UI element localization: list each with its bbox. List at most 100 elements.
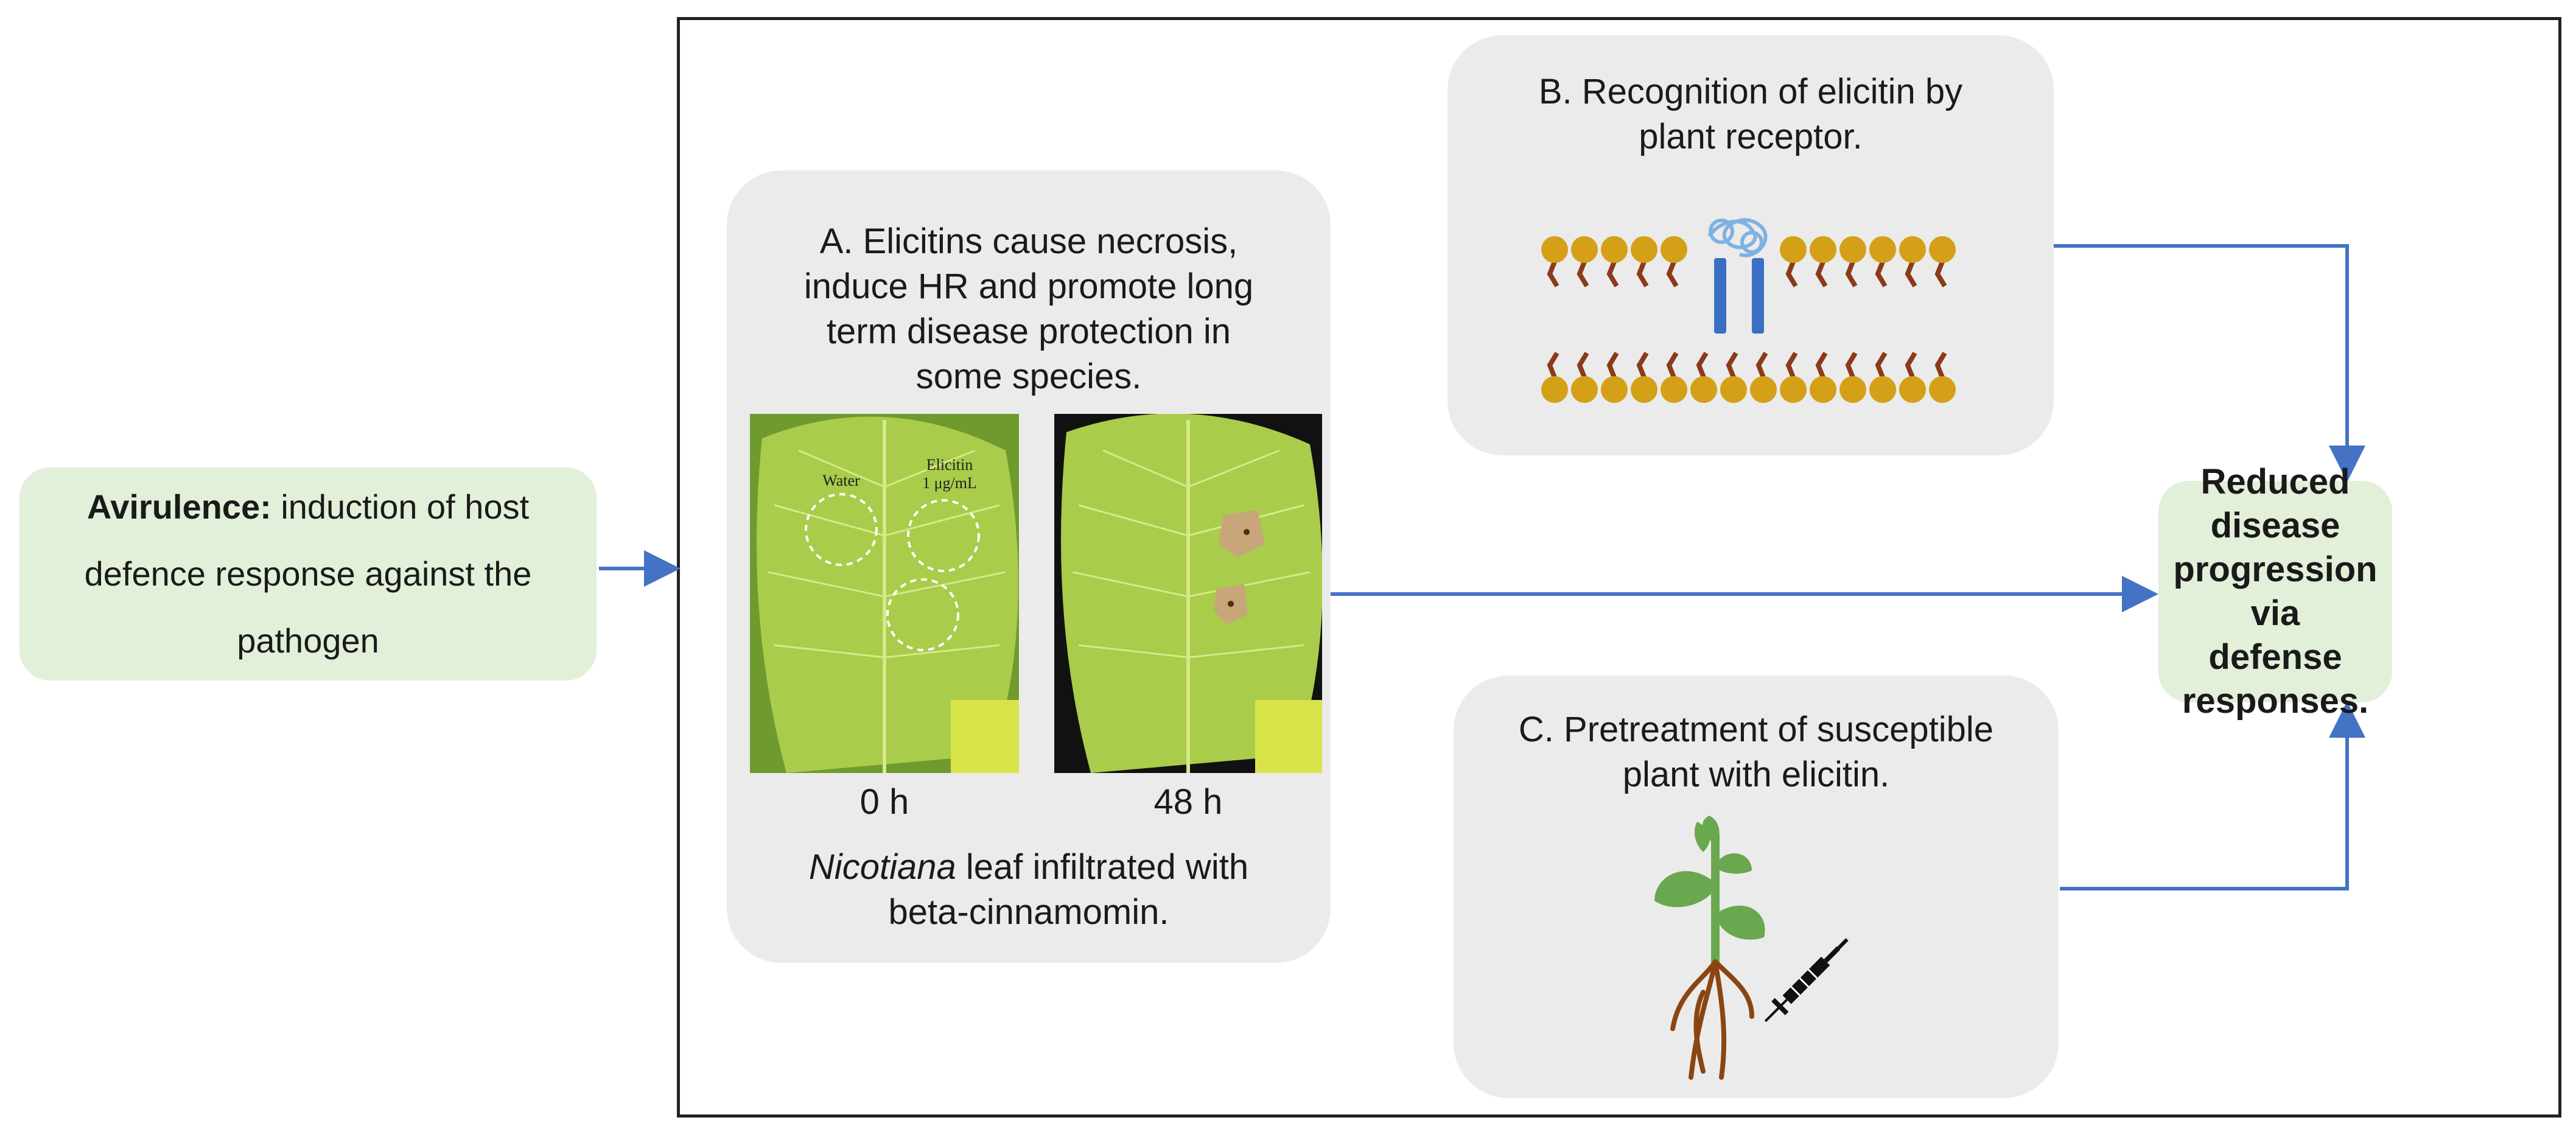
membrane-receptor-illustration: [1541, 218, 1956, 403]
lipid-head: [1571, 376, 1598, 403]
lipid-head: [1780, 376, 1807, 403]
time-0h-label: 0 h: [859, 782, 909, 822]
water-label: Water: [822, 472, 860, 489]
leaf-shape-48h: [1061, 414, 1322, 773]
lipid-tail: [1666, 261, 1679, 288]
water-circle: [805, 493, 878, 566]
elicitin-label: Elicitin: [926, 456, 973, 474]
receptor-left-helix: [1714, 258, 1726, 334]
lipid-head: [1631, 236, 1657, 263]
lipid-tail: [1875, 261, 1888, 288]
plant-injection-illustration: [1654, 816, 1849, 1080]
lipid-tail: [1815, 261, 1828, 288]
lipid-tail: [1845, 351, 1858, 379]
lipid-head: [1601, 236, 1628, 263]
lipid-head: [1541, 376, 1568, 403]
lipid-tail: [1636, 261, 1649, 288]
lipid-tail: [1577, 351, 1589, 379]
roots-icon: [1670, 959, 1754, 1080]
elicitin-circle-1: [907, 499, 980, 572]
panel-b-title: B. Recognition of elicitin by plant rece…: [1447, 69, 2054, 159]
panel-b-title-line-2: plant receptor.: [1639, 117, 1863, 156]
outcome-line-4: responses.: [2182, 681, 2369, 721]
lipid-tail: [1815, 351, 1828, 379]
lipid-tail: [1755, 351, 1768, 379]
lipid-tail: [1785, 351, 1798, 379]
concentration-label: 1 μg/mL: [922, 474, 977, 492]
time-48h-label: 48 h: [1153, 782, 1223, 822]
lipid-head: [1571, 236, 1598, 263]
lipid-head: [1899, 376, 1926, 403]
panel-a: A. Elicitins cause necrosis, induce HR a…: [727, 170, 1331, 963]
panel-b-title-line-1: B. Recognition of elicitin by: [1538, 72, 1963, 111]
lipid-head: [1810, 236, 1836, 263]
lipid-head: [1690, 376, 1717, 403]
leaf-photo-0h: Water Elicitin 1 μg/mL: [750, 414, 1019, 773]
elicitin-protein-icon: [1707, 218, 1768, 257]
syringe-icon: [1764, 938, 1849, 1023]
lipid-tail: [1606, 261, 1619, 288]
avirulence-line2: defence response against the: [84, 555, 532, 593]
caption-species: Nicotiana: [808, 847, 956, 887]
lipid-head: [1810, 376, 1836, 403]
lipid-head: [1631, 376, 1657, 403]
elicitin-circle-2: [886, 578, 959, 651]
lipid-tail: [1785, 261, 1798, 288]
outcome-line-1: Reduced disease: [2200, 462, 2350, 545]
lipid-tail: [1875, 351, 1888, 379]
outcome-line-3: defense: [2208, 637, 2342, 677]
lipid-tail: [1636, 351, 1649, 379]
lipid-tail: [1845, 261, 1858, 288]
arrow-b-to-outcome: [2054, 244, 2365, 482]
lipid-tail: [1606, 351, 1619, 379]
lipid-head: [1720, 376, 1747, 403]
lipid-head: [1661, 376, 1687, 403]
upper-lipid-layer: [1541, 236, 1956, 288]
lipid-head: [1929, 236, 1956, 263]
lipid-tail: [1547, 351, 1559, 379]
panel-a-caption: Nicotiana leaf infiltrated with beta-cin…: [727, 845, 1331, 935]
avirulence-label: Avirulence:: [86, 488, 271, 526]
outcome-box: Reduced disease progression via defense …: [2158, 462, 2392, 721]
panel-c-title-line-1: C. Pretreatment of susceptible: [1518, 710, 1994, 749]
panel-a-title-line-4: some species.: [915, 357, 1142, 396]
arrow-c-to-outcome: [2060, 701, 2365, 890]
lipid-head: [1899, 236, 1926, 263]
lipid-tail: [1547, 261, 1559, 288]
lipid-head: [1780, 236, 1807, 263]
lipid-tail: [1934, 351, 1947, 379]
lipid-tail: [1934, 261, 1947, 288]
lipid-tail: [1696, 351, 1709, 379]
panel-c: C. Pretreatment of susceptible plant wit…: [1454, 676, 2059, 1098]
lipid-tail: [1905, 351, 1917, 379]
caption-line-1: leaf infiltrated with: [956, 847, 1249, 887]
lipid-head: [1929, 376, 1956, 403]
panel-b: B. Recognition of elicitin by plant rece…: [1447, 35, 2054, 455]
lipid-head: [1839, 236, 1866, 263]
caption-line-2: beta-cinnamomin.: [888, 892, 1169, 932]
receptor-right-helix: [1752, 258, 1764, 334]
avirulence-line1: induction of host: [281, 488, 530, 526]
plant-icon: [1654, 816, 1765, 968]
lipid-head: [1541, 236, 1568, 263]
leaf-photo-48h: [1054, 414, 1322, 773]
lipid-tail: [1905, 261, 1917, 288]
panel-a-title-line-2: induce HR and promote long: [803, 267, 1254, 306]
lipid-tail: [1666, 351, 1679, 379]
outcome-line-2: progression via: [2173, 550, 2378, 633]
lipid-head: [1839, 376, 1866, 403]
avirulence-box: Avirulence: induction of host defence re…: [19, 467, 597, 680]
lipid-tail: [1726, 351, 1738, 379]
panel-c-title: C. Pretreatment of susceptible plant wit…: [1454, 707, 2059, 797]
lipid-head: [1869, 236, 1896, 263]
necrotic-lesion-1: [1219, 510, 1265, 558]
lipid-head: [1750, 376, 1777, 403]
panel-a-title-line-3: term disease protection in: [826, 312, 1231, 351]
panel-a-title: A. Elicitins cause necrosis, induce HR a…: [727, 219, 1331, 399]
lipid-head: [1661, 236, 1687, 263]
avirulence-line3: pathogen: [237, 621, 379, 660]
lipid-tail: [1577, 261, 1589, 288]
panel-a-title-line-1: A. Elicitins cause necrosis,: [819, 222, 1238, 261]
lipid-head: [1601, 376, 1628, 403]
